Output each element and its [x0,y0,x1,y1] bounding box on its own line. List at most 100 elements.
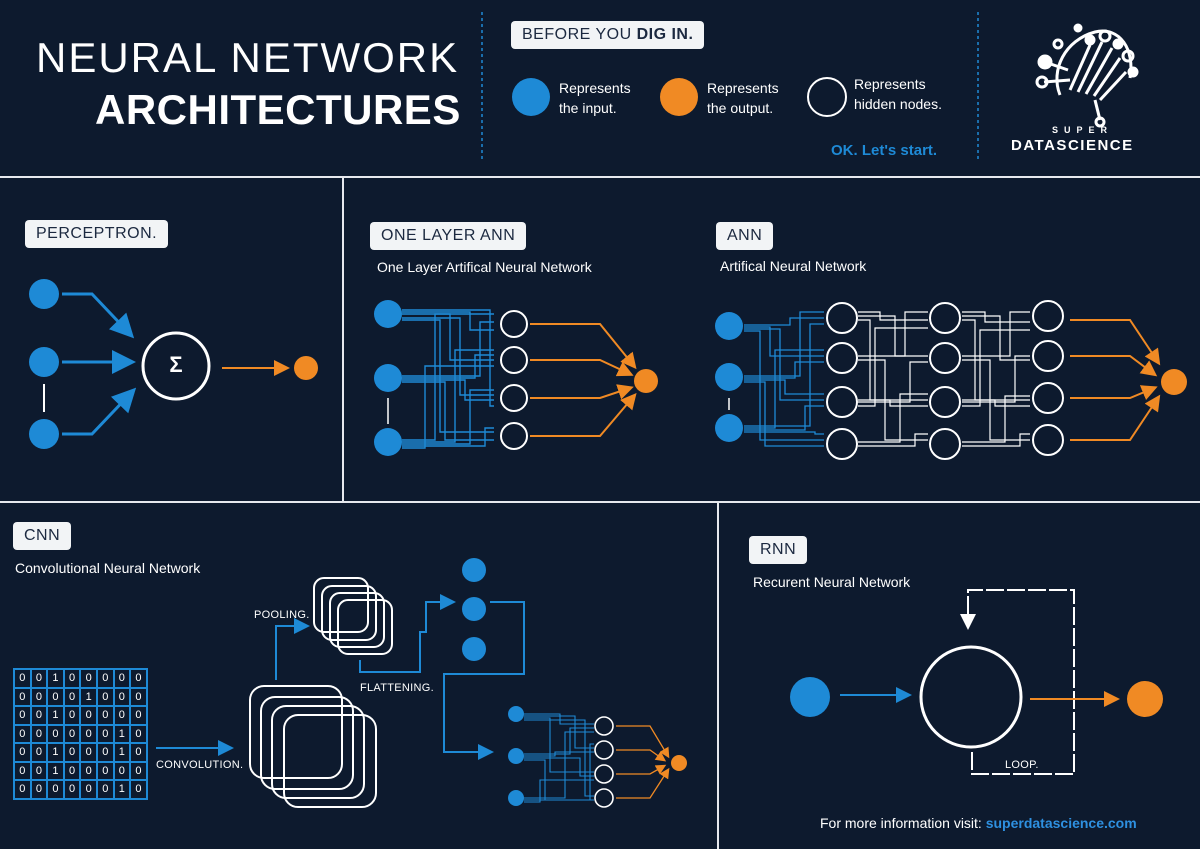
hidden-node [594,740,614,760]
matrix-cell: 1 [80,687,97,706]
rnn-diagram [790,589,1163,775]
matrix-cell: 0 [80,706,97,725]
matrix-cell: 0 [30,687,48,706]
flattened-node [462,558,486,582]
matrix-cell: 0 [130,743,147,762]
matrix-cell: 1 [47,743,64,762]
output-node [634,369,658,393]
matrix-cell: 0 [14,743,31,762]
input-node [715,312,743,340]
before-pill-prefix: BEFORE YOU [522,26,637,43]
hidden-node [826,386,858,418]
matrix-cell: 0 [80,761,97,780]
flattened-node [462,637,486,661]
matrix-cell: 0 [96,687,114,706]
input-node [715,414,743,442]
matrix-cell: 1 [113,780,131,799]
matrix-cell: 0 [130,761,147,780]
cnn-diagram [156,558,687,808]
hidden-node [500,310,528,338]
matrix-cell: 0 [63,706,81,725]
ann-diagram [715,300,1187,460]
matrix-cell: 0 [14,669,31,688]
convolution-label: CONVOLUTION. [156,759,244,771]
title-line1: NEURAL NETWORK [36,34,460,81]
footer-text: For more information visit: superdatasci… [820,815,1137,831]
flattened-node [462,597,486,621]
hidden-node [929,302,961,334]
section-dividers [0,176,1200,849]
matrix-cell: 0 [63,687,81,706]
matrix-cell: 0 [30,724,48,743]
matrix-cell: 0 [130,724,147,743]
hidden-node [826,428,858,460]
hidden-node [500,422,528,450]
one-layer-ann-label: ONE LAYER ANN [370,222,527,250]
hidden-node [594,716,614,736]
input-node [790,677,830,717]
matrix-cell: 0 [14,761,31,780]
hidden-node [1032,300,1064,332]
hidden-node [929,342,961,374]
start-link[interactable]: OK. Let's start. [831,142,938,159]
hidden-node [1032,382,1064,414]
matrix-cell: 0 [96,780,114,799]
legend-output-line1: Represents [707,80,779,96]
matrix-cell: 0 [96,761,114,780]
matrix-cell: 0 [63,724,81,743]
input-node [715,363,743,391]
matrix-cell: 0 [130,706,147,725]
legend-output-node [660,78,698,116]
matrix-cell: 0 [80,724,97,743]
matrix-cell: 0 [113,687,131,706]
footer-link[interactable]: superdatascience.com [985,815,1137,831]
pooling-maps [313,577,393,655]
legend-input-text: Represents the input. [559,78,631,118]
matrix-cell: 0 [14,687,31,706]
legend-input-node [512,78,550,116]
matrix-cell: 1 [47,706,64,725]
before-pill-bold: DIG IN. [636,26,694,43]
input-node [508,706,524,722]
perceptron-input-node [29,279,59,309]
matrix-cell: 0 [47,780,64,799]
matrix-cell: 0 [130,780,147,799]
hidden-node [929,428,961,460]
matrix-cell: 0 [113,669,131,688]
matrix-cell: 1 [113,724,131,743]
perceptron-label: PERCEPTRON. [25,220,169,248]
before-you-dig-in-pill: BEFORE YOU DIG IN. [511,21,705,49]
matrix-cell: 1 [113,743,131,762]
matrix-cell: 0 [130,687,147,706]
matrix-cell: 0 [47,687,64,706]
hidden-node [594,788,614,808]
input-node [508,748,524,764]
footer-prefix: For more information visit: [820,815,986,831]
matrix-cell: 0 [30,780,48,799]
ann-label: ANN [716,222,774,250]
legend-input-line2: the input. [559,100,617,116]
matrix-cell: 0 [63,743,81,762]
loop-label: LOOP. [1005,759,1039,771]
legend-hidden-node [807,77,847,117]
hidden-node [929,386,961,418]
rnn-subtitle: Recurent Neural Network [753,574,911,590]
legend-hidden-text: Represents hidden nodes. [854,74,942,114]
input-node [374,364,402,392]
header-dashed-dividers [481,12,979,162]
legend-hidden-line2: hidden nodes. [854,96,942,112]
cnn-label: CNN [13,522,72,550]
convolution-maps [249,685,377,808]
pooling-label: POOLING. [254,609,310,621]
hidden-node [594,764,614,784]
one-layer-diagram [374,300,658,456]
legend-hidden-line1: Represents [854,76,926,92]
legend-output-text: Represents the output. [707,78,779,118]
hidden-node [826,342,858,374]
perceptron-input-node [29,419,59,449]
matrix-cell: 0 [63,780,81,799]
matrix-cell: 0 [80,669,97,688]
input-node [374,428,402,456]
